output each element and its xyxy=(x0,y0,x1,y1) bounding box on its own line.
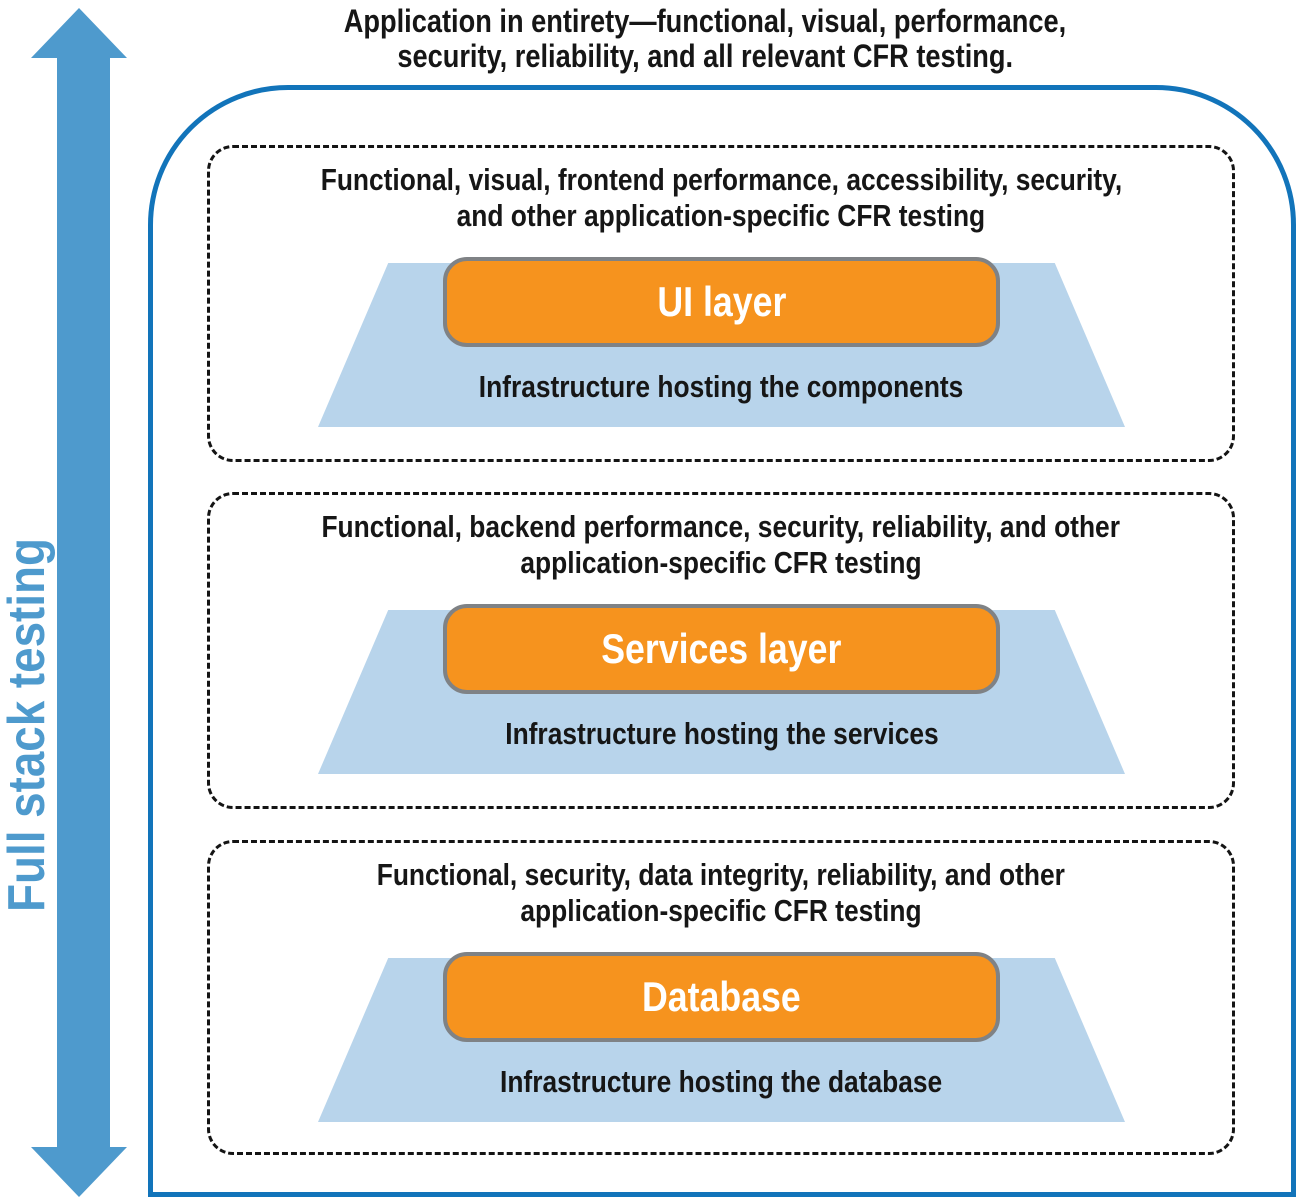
layer-pill-ui: UI layer xyxy=(443,257,1000,347)
layer-caption-database-line-2: application-specific CFR testing xyxy=(520,893,922,928)
layer-box-services: Functional, backend performance, securit… xyxy=(207,492,1235,809)
layer-pill-database-label: Database xyxy=(642,973,801,1020)
layer-caption-ui: Functional, visual, frontend performance… xyxy=(210,162,1232,234)
up-arrowhead-icon xyxy=(31,8,127,58)
layer-pill-database: Database xyxy=(443,952,1000,1042)
layer-pill-services: Services layer xyxy=(443,604,1000,694)
arrow-shaft xyxy=(57,54,110,1152)
layer-pill-ui-label: UI layer xyxy=(656,278,786,325)
top-caption: Application in entirety—functional, visu… xyxy=(150,4,1260,74)
layer-caption-ui-line-1: Functional, visual, frontend performance… xyxy=(320,162,1122,197)
layer-box-database: Functional, security, data integrity, re… xyxy=(207,840,1235,1155)
infrastructure-label-ui: Infrastructure hosting the components xyxy=(479,369,964,404)
layer-caption-database-line-1: Functional, security, data integrity, re… xyxy=(376,857,1066,892)
layer-caption-services: Functional, backend performance, securit… xyxy=(210,509,1232,581)
top-caption-line-1: Application in entirety—functional, visu… xyxy=(343,3,1067,39)
infrastructure-label-database: Infrastructure hosting the database xyxy=(500,1064,943,1099)
layer-box-ui: Functional, visual, frontend performance… xyxy=(207,145,1235,462)
application-boundary xyxy=(148,85,1296,1197)
side-label-full-stack-testing: Full stack testing xyxy=(0,538,56,912)
top-caption-line-2: security, reliability, and all relevant … xyxy=(397,38,1013,74)
layer-caption-ui-line-2: and other application-specific CFR testi… xyxy=(456,198,986,233)
infrastructure-label-services: Infrastructure hosting the services xyxy=(504,716,939,751)
layer-caption-services-line-2: application-specific CFR testing xyxy=(520,545,922,580)
layer-caption-database: Functional, security, data integrity, re… xyxy=(210,857,1232,929)
layer-pill-services-label: Services layer xyxy=(601,625,842,672)
down-arrowhead-icon xyxy=(31,1147,127,1197)
layer-caption-services-line-1: Functional, backend performance, securit… xyxy=(321,509,1121,544)
